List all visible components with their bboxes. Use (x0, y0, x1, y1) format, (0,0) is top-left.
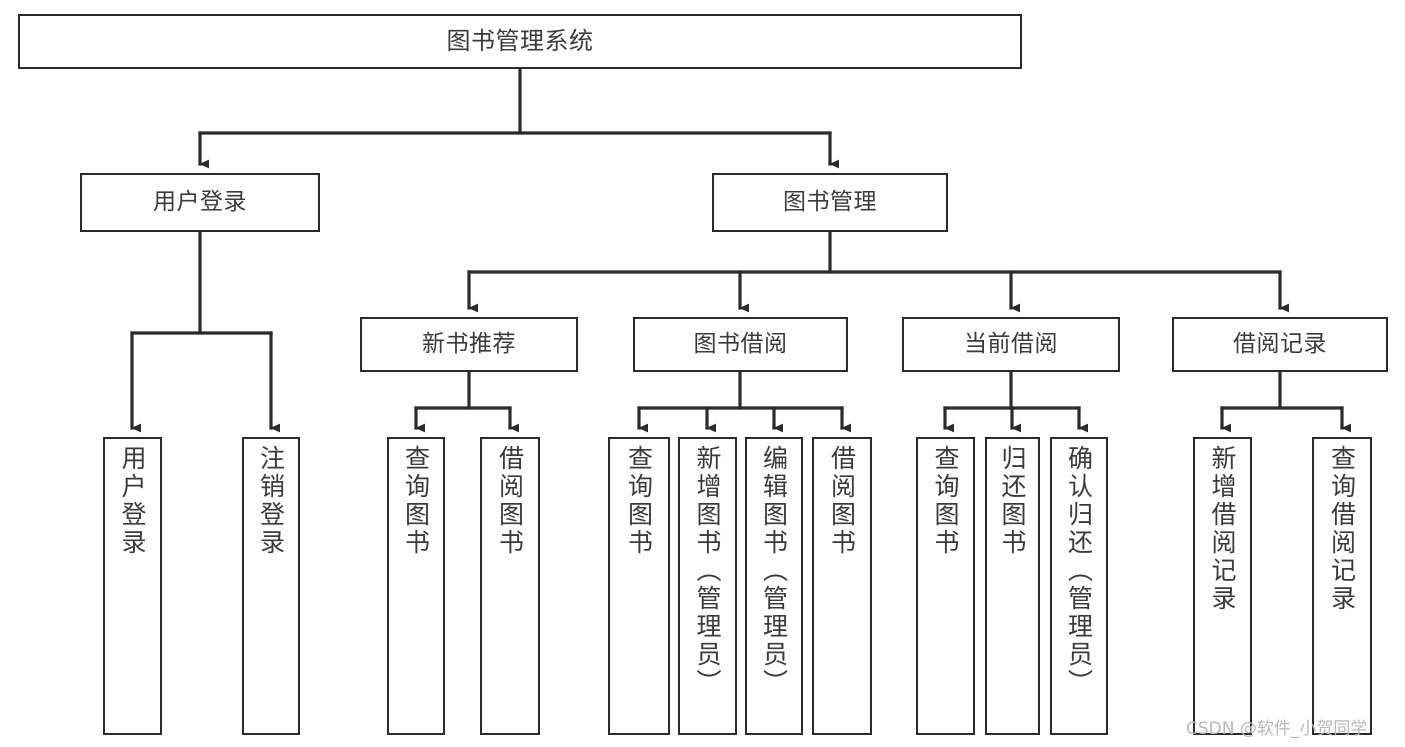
node-leaf-query-book-1[interactable]: 查询图书 (387, 437, 445, 735)
node-leaf-query-record[interactable]: 查询借阅记录 (1312, 437, 1372, 735)
node-new-book-recommend[interactable]: 新书推荐 (360, 317, 578, 372)
csdn-watermark: CSDN @软件_小贺同学 (1186, 719, 1368, 739)
node-leaf-confirm-return-label: 确认归还（管理员） (1064, 445, 1094, 697)
node-leaf-add-book-label: 新增图书（管理员） (693, 445, 722, 697)
node-leaf-query-book-2[interactable]: 查询图书 (608, 437, 670, 735)
node-leaf-borrow-book-2[interactable]: 借阅图书 (812, 437, 872, 735)
node-root-label: 图书管理系统 (446, 27, 594, 56)
node-book-borrow[interactable]: 图书借阅 (633, 317, 848, 372)
node-leaf-add-book[interactable]: 新增图书（管理员） (678, 437, 737, 735)
node-book-manage-label: 图书管理 (783, 188, 877, 215)
node-leaf-edit-book[interactable]: 编辑图书（管理员） (745, 437, 803, 735)
node-leaf-user-login-label: 用户登录 (118, 445, 147, 557)
node-leaf-edit-book-label: 编辑图书（管理员） (759, 445, 789, 697)
node-current-borrow[interactable]: 当前借阅 (902, 317, 1120, 372)
node-leaf-add-record-label: 新增借阅记录 (1208, 445, 1237, 613)
node-leaf-logout-label: 注销登录 (256, 445, 286, 557)
node-leaf-query-record-label: 查询借阅记录 (1327, 445, 1357, 613)
node-leaf-return-book-label: 归还图书 (998, 445, 1027, 557)
node-leaf-borrow-book-2-label: 借阅图书 (827, 445, 857, 557)
node-book-manage[interactable]: 图书管理 (712, 173, 948, 232)
node-leaf-query-book-2-label: 查询图书 (624, 445, 654, 557)
node-leaf-query-book-1-label: 查询图书 (401, 445, 431, 557)
node-leaf-borrow-book-1[interactable]: 借阅图书 (480, 437, 540, 735)
node-user-login[interactable]: 用户登录 (80, 173, 320, 232)
node-leaf-query-book-3-label: 查询图书 (931, 445, 960, 557)
node-borrow-record-label: 借阅记录 (1233, 330, 1327, 357)
node-leaf-return-book[interactable]: 归还图书 (985, 437, 1040, 735)
node-leaf-add-record[interactable]: 新增借阅记录 (1193, 437, 1252, 735)
node-book-borrow-label: 图书借阅 (693, 330, 788, 357)
node-leaf-confirm-return[interactable]: 确认归还（管理员） (1050, 437, 1108, 735)
node-leaf-user-login[interactable]: 用户登录 (103, 437, 162, 735)
node-current-borrow-label: 当前借阅 (964, 330, 1058, 357)
node-new-book-recommend-label: 新书推荐 (422, 330, 516, 357)
node-leaf-query-book-3[interactable]: 查询图书 (916, 437, 975, 735)
node-root[interactable]: 图书管理系统 (18, 14, 1022, 69)
node-leaf-borrow-book-1-label: 借阅图书 (495, 445, 525, 557)
node-leaf-logout[interactable]: 注销登录 (242, 437, 300, 735)
node-user-login-label: 用户登录 (153, 188, 247, 215)
node-borrow-record[interactable]: 借阅记录 (1172, 317, 1388, 372)
